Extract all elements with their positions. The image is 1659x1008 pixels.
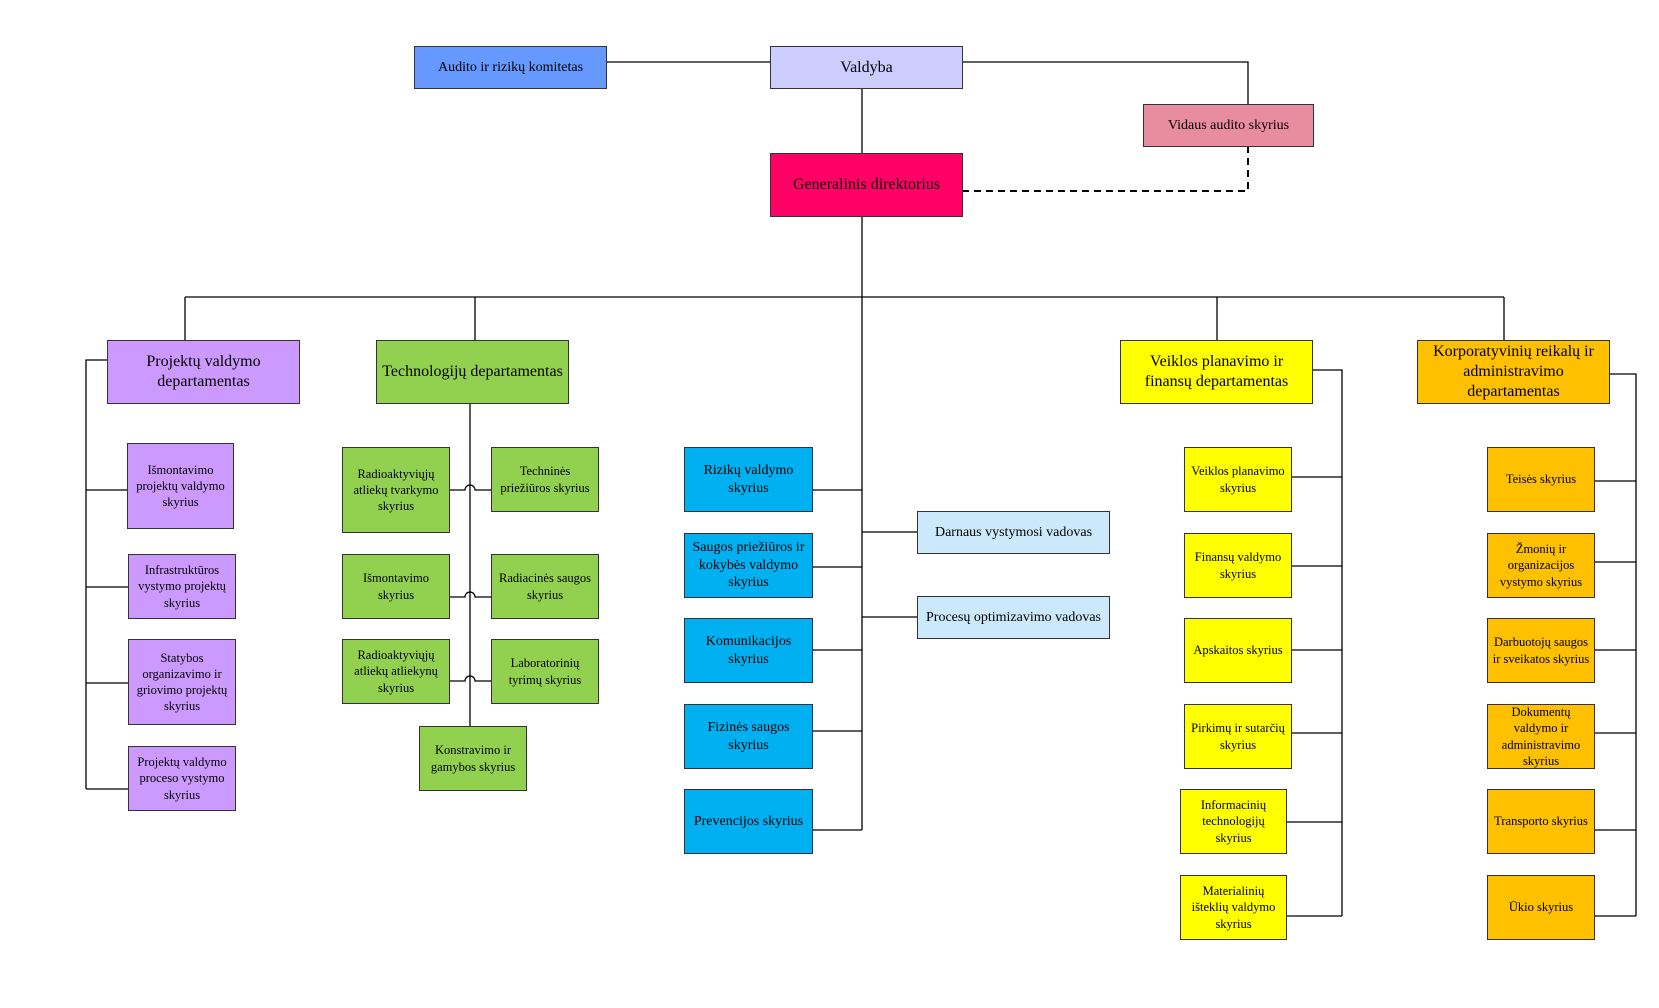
board-box: Valdyba xyxy=(770,46,963,89)
department-corporate: Korporatyvinių reikalų ir administravimo… xyxy=(1417,340,1610,404)
technology-unit: Radioaktyviųjų atliekų tvarkymo skyrius xyxy=(342,447,450,533)
technology-unit: Radioaktyviųjų atliekų atliekynų skyrius xyxy=(342,639,450,704)
corporate-unit: Teisės skyrius xyxy=(1487,447,1595,512)
projects-unit: Projektų valdymo proceso vystymo skyrius xyxy=(128,746,236,811)
department-finance: Veiklos planavimo ir finansų departament… xyxy=(1120,340,1313,404)
corporate-unit: Dokumentų valdymo ir administravimo skyr… xyxy=(1487,704,1595,769)
technology-unit: Konstravimo ir gamybos skyrius xyxy=(419,726,527,791)
projects-unit: Išmontavimo projektų valdymo skyrius xyxy=(127,443,234,529)
projects-unit: Statybos organizavimo ir griovimo projek… xyxy=(128,639,236,725)
corporate-unit: Žmonių ir organizacijos vystymo skyrius xyxy=(1487,533,1595,598)
internal-audit-box: Vidaus audito skyrius xyxy=(1143,104,1314,147)
corporate-unit: Darbuotojų saugos ir sveikatos skyrius xyxy=(1487,618,1595,683)
advisor-box: Darnaus vystymosi vadovas xyxy=(917,511,1110,554)
technology-unit: Išmontavimo skyrius xyxy=(342,554,450,619)
ceo-unit: Rizikų valdymo skyrius xyxy=(684,447,813,512)
ceo-unit: Komunikacijos skyrius xyxy=(684,618,813,683)
corporate-unit: Transporto skyrius xyxy=(1487,789,1595,854)
ceo-box: Generalinis direktorius xyxy=(770,153,963,217)
finance-unit: Informacinių technologijų skyrius xyxy=(1180,789,1287,854)
finance-unit: Materialinių išteklių valdymo skyrius xyxy=(1180,875,1287,940)
finance-unit: Pirkimų ir sutarčių skyrius xyxy=(1184,704,1292,769)
technology-unit: Laboratorinių tyrimų skyrius xyxy=(491,639,599,704)
ceo-unit: Prevencijos skyrius xyxy=(684,789,813,854)
technology-unit: Radiacinės saugos skyrius xyxy=(491,554,599,619)
department-projects: Projektų valdymo departamentas xyxy=(107,340,300,404)
finance-unit: Finansų valdymo skyrius xyxy=(1184,533,1292,598)
ceo-unit: Fizinės saugos skyrius xyxy=(684,704,813,769)
audit-committee-box: Audito ir rizikų komitetas xyxy=(414,46,607,89)
corporate-unit: Ūkio skyrius xyxy=(1487,875,1595,940)
advisor-box: Procesų optimizavimo vadovas xyxy=(917,596,1110,639)
finance-unit: Apskaitos skyrius xyxy=(1184,618,1292,683)
projects-unit: Infrastruktūros vystymo projektų skyrius xyxy=(128,554,236,619)
department-technology: Technologijų departamentas xyxy=(376,340,569,404)
technology-unit: Techninės priežiūros skyrius xyxy=(491,447,599,512)
finance-unit: Veiklos planavimo skyrius xyxy=(1184,447,1292,512)
ceo-unit: Saugos priežiūros ir kokybės valdymo sky… xyxy=(684,533,813,598)
